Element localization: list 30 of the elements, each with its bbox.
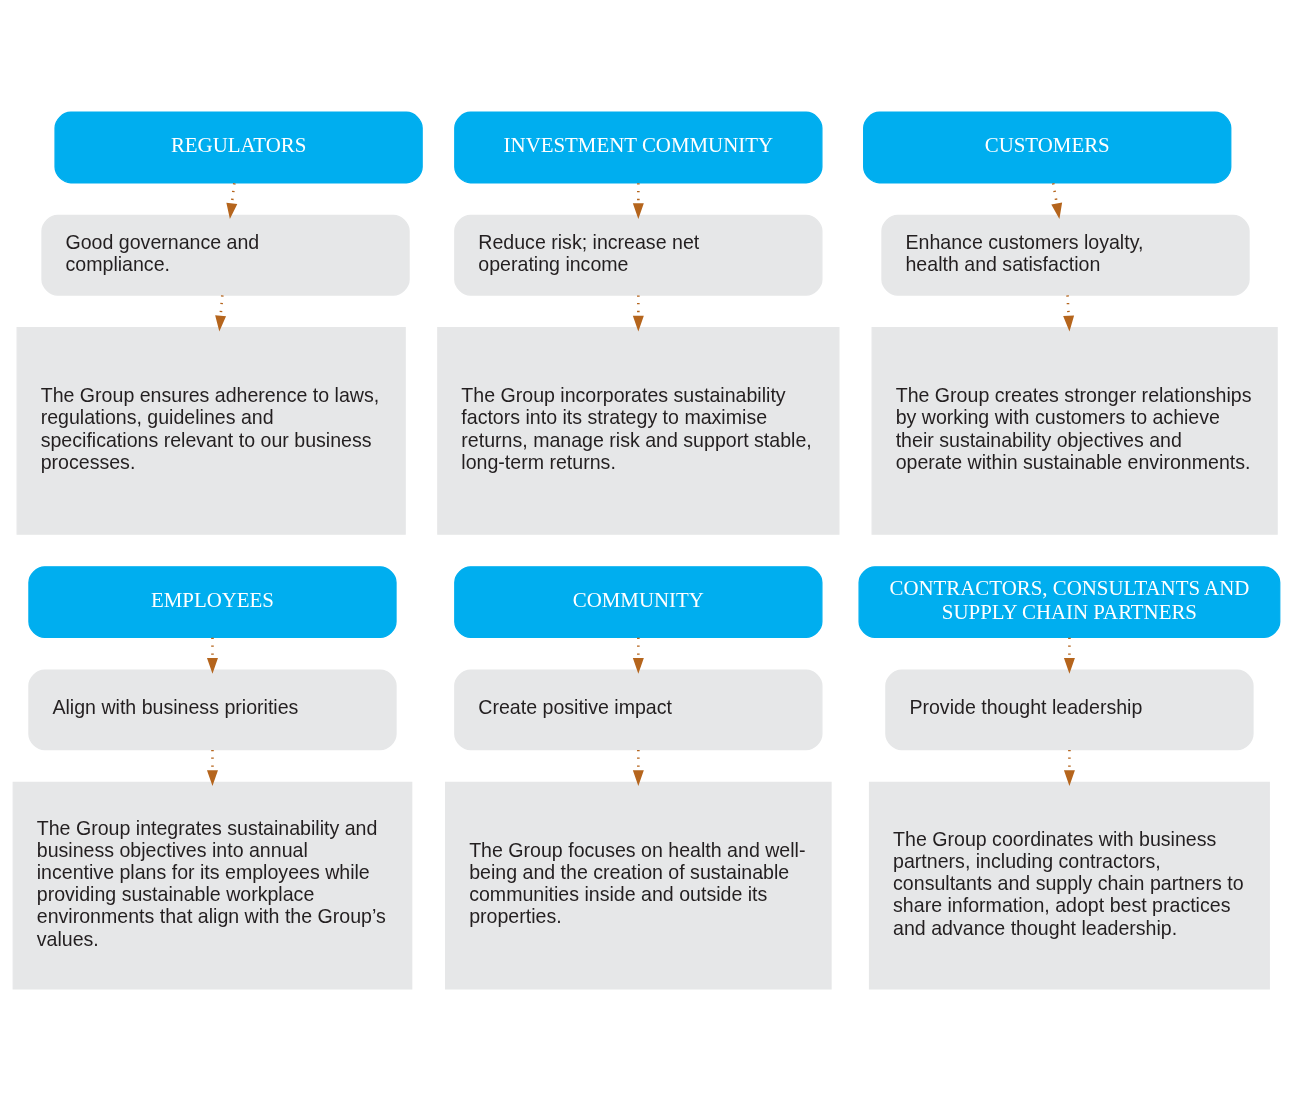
arrow (1051, 182, 1063, 219)
arrow (632, 294, 644, 331)
node-box: CONTRACTORS, CONSULTANTS AND SUPPLY CHAIN PARTNERS (858, 565, 1281, 638)
node-box: The Group incorporates sustainability factors into its strategy to maximise returns, manage risk and support stable, long-term returns. (437, 326, 840, 535)
node-box: The Group ensures adherence to laws, regulations, guidelines and specifications relevant to our business processes. (16, 326, 406, 535)
node-box: EMPLOYEES (28, 565, 397, 638)
arrow (1063, 637, 1075, 674)
node-box: The Group focuses on health and well-being and the creation of sustainable communities inside and outside its properties. (445, 781, 832, 989)
node-box: The Group coordinates with business partners, including contractors, consultants and supply chain partners to share information, adopt best practices and advance thought leadership. (868, 781, 1270, 989)
node-box: Reduce risk; increase net operating income (454, 214, 823, 296)
arrow (206, 749, 218, 786)
arrow (632, 749, 644, 786)
node-box: Enhance customers loyalty, health and satisfaction (881, 214, 1250, 296)
node-box: COMMUNITY (454, 565, 823, 638)
arrow (1063, 749, 1075, 786)
arrow (215, 294, 227, 331)
arrow (206, 637, 218, 674)
node-box: Create positive impact (454, 668, 823, 750)
node-box: CUSTOMERS (863, 111, 1232, 183)
arrow (226, 182, 238, 219)
node-box: Good governance and compliance. (41, 214, 410, 296)
node-box: The Group creates stronger relationships by working with customers to achieve their sustainability objectives and operate within sustainable environments. (871, 326, 1278, 535)
node-box: Provide thought leadership (885, 668, 1254, 750)
arrow (632, 182, 644, 219)
arrow (1063, 294, 1075, 331)
node-box: The Group integrates sustainability and business objectives into annual incentive plans for its employees while providing sustainable workplace environments that align with the Group’s values. (12, 781, 413, 989)
node-box: Align with business priorities (28, 668, 397, 750)
node-box: REGULATORS (54, 111, 423, 183)
arrow (632, 637, 644, 674)
node-box: INVESTMENT COMMUNITY (454, 111, 823, 183)
